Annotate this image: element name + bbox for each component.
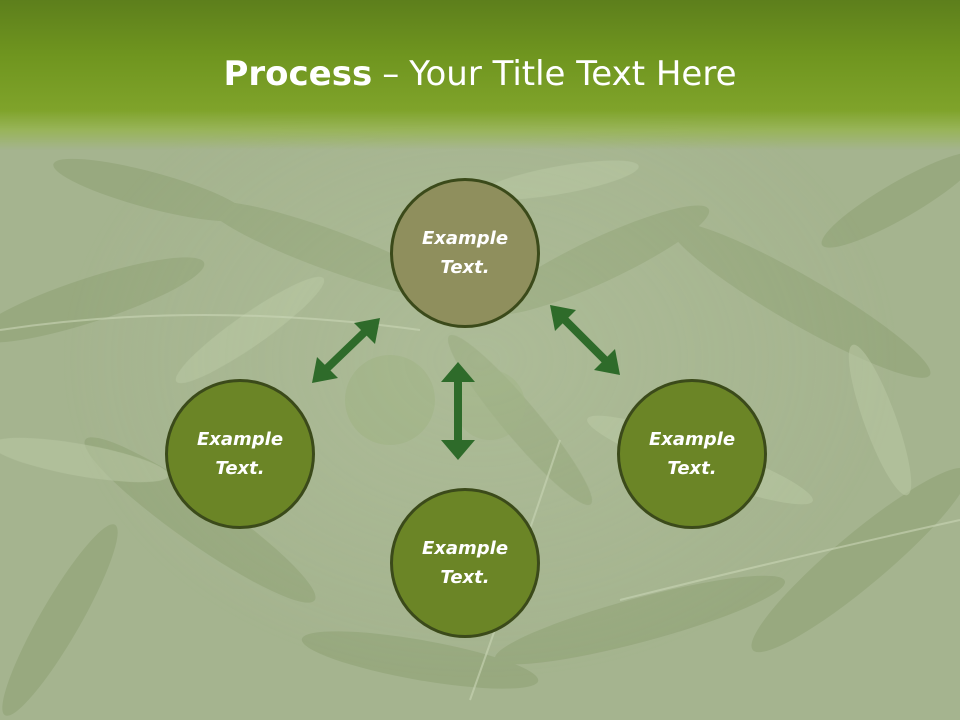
title-separator: – (382, 54, 400, 94)
process-node-bottom-label: Example Text. (421, 538, 509, 588)
double-arrow-left (312, 318, 380, 383)
process-node-top: Example Text. (390, 178, 540, 328)
slide-title: Process–Your Title Text Here (0, 50, 960, 98)
double-arrow-right (550, 305, 620, 375)
process-node-left: Example Text. (165, 379, 315, 529)
double-arrow-vertical (441, 362, 475, 460)
title-banner: Process–Your Title Text Here (0, 0, 960, 150)
process-node-top-label: Example Text. (421, 228, 509, 278)
process-node-left-label: Example Text. (196, 429, 284, 479)
process-node-right-label: Example Text. (648, 429, 736, 479)
title-bold: Process (223, 54, 373, 94)
process-node-right: Example Text. (617, 379, 767, 529)
title-rest: Your Title Text Here (409, 54, 737, 94)
process-node-bottom: Example Text. (390, 488, 540, 638)
